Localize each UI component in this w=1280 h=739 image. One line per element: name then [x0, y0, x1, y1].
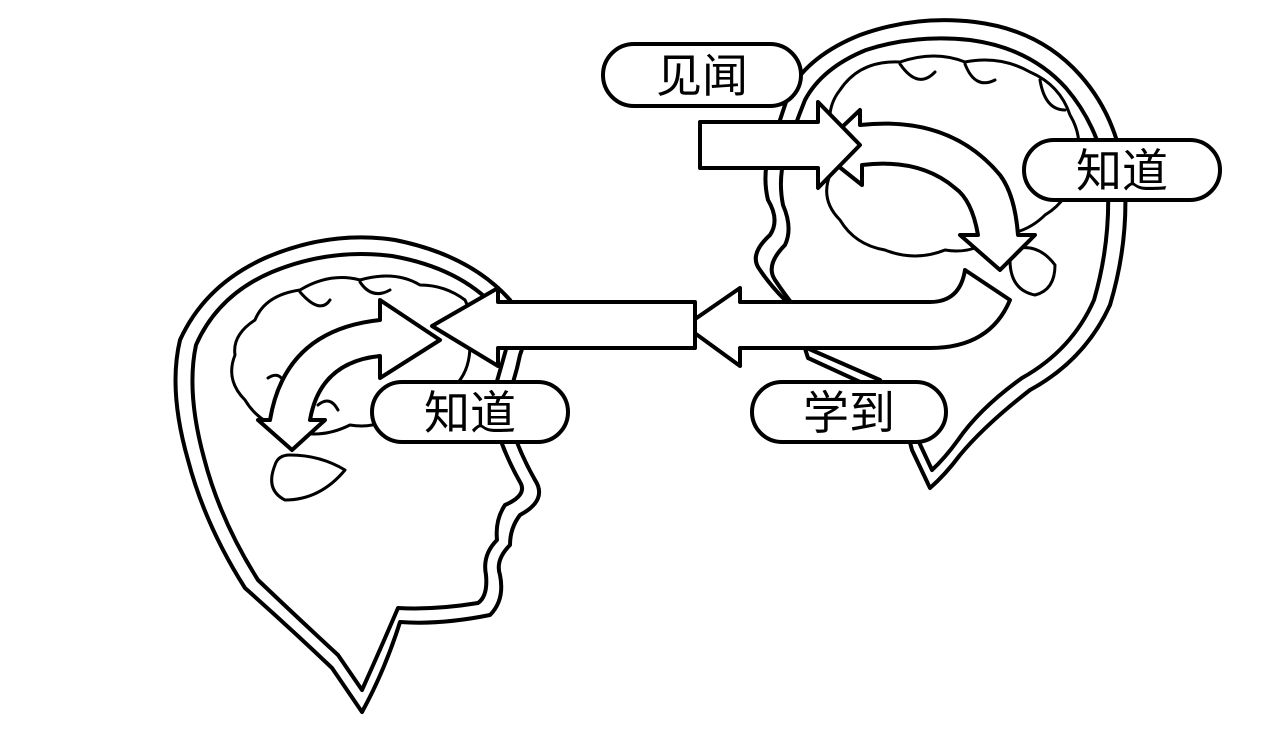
- left-brain-fold-1: [298, 290, 332, 308]
- label-know-left-pill: [370, 380, 570, 444]
- left-brain-fold-2: [358, 280, 392, 296]
- transfer-arrow: [683, 268, 1012, 368]
- label-know-right-text: 知道: [1076, 144, 1168, 198]
- right-brain-fold-1: [898, 62, 937, 81]
- right-head-inner-outline: [769, 36, 1111, 472]
- label-hear-pill: [601, 42, 803, 108]
- label-know-right-pill: [1022, 138, 1222, 202]
- label-learn-pill: [750, 380, 948, 444]
- label-learn-text: 学到: [803, 386, 895, 440]
- left-curved-arrow: [256, 298, 442, 452]
- right-head: [753, 18, 1128, 490]
- transfer-arrow-shaft-left: [430, 286, 697, 368]
- label-know-left-text: 知道: [424, 386, 516, 440]
- right-brain-fold-3: [1038, 78, 1067, 112]
- left-cerebellum: [270, 453, 347, 502]
- label-know-right: 知道: [1022, 138, 1222, 202]
- input-arrow: [698, 100, 862, 190]
- label-learn: 学到: [750, 380, 948, 444]
- label-know-left: 知道: [370, 380, 570, 444]
- right-brain-fold-2: [963, 62, 997, 85]
- right-brain: [823, 54, 1081, 258]
- label-hear: 见闻: [601, 42, 803, 108]
- left-brain-fold-4: [316, 399, 340, 412]
- label-hear-text: 见闻: [656, 49, 748, 103]
- right-curved-arrow: [816, 108, 1037, 272]
- right-head-outer-outline: [753, 18, 1128, 490]
